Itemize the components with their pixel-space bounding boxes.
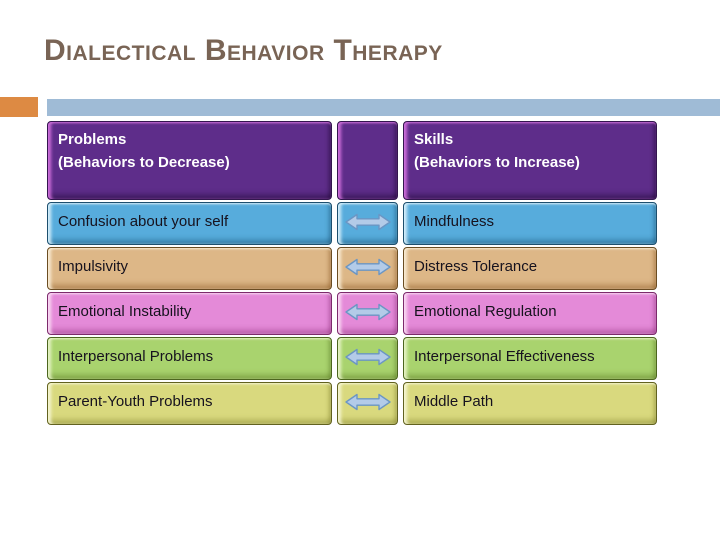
left-right-arrow-icon <box>344 303 391 320</box>
problem-label: Impulsivity <box>58 258 129 275</box>
problem-label: Parent-Youth Problems <box>58 393 213 410</box>
problem-cell: Interpersonal Problems <box>47 337 332 380</box>
page-title: Dialectical Behavior Therapy <box>44 34 443 67</box>
header-spacer-cell <box>337 121 398 200</box>
left-right-arrow-icon <box>344 258 391 275</box>
header-problems-subtitle: (Behaviors to Decrease) <box>58 153 230 171</box>
accent-bar <box>47 99 720 116</box>
left-right-arrow-icon <box>344 393 391 410</box>
arrow-cell <box>337 247 398 290</box>
problem-cell: Emotional Instability <box>47 292 332 335</box>
header-cell-skills: Skills (Behaviors to Increase) <box>403 121 657 200</box>
skill-label: Middle Path <box>414 393 494 410</box>
skill-label: Interpersonal Effectiveness <box>414 348 595 365</box>
skill-label: Mindfulness <box>414 213 495 230</box>
skill-label: Distress Tolerance <box>414 258 538 275</box>
left-right-arrow-icon <box>344 348 391 365</box>
arrow-cell <box>337 382 398 425</box>
header-skills-title: Skills <box>414 131 454 148</box>
skill-cell: Middle Path <box>403 382 657 425</box>
skill-label: Emotional Regulation <box>414 303 557 320</box>
problem-label: Emotional Instability <box>58 303 192 320</box>
header-skills-subtitle: (Behaviors to Increase) <box>414 153 580 171</box>
arrow-cell <box>337 337 398 380</box>
problem-label: Confusion about your self <box>58 213 229 230</box>
arrow-cell <box>337 292 398 335</box>
problem-cell: Confusion about your self <box>47 202 332 245</box>
skill-cell: Distress Tolerance <box>403 247 657 290</box>
header-problems-title: Problems <box>58 131 127 148</box>
skill-cell: Mindfulness <box>403 202 657 245</box>
accent-orange-square <box>0 97 38 117</box>
problem-cell: Impulsivity <box>47 247 332 290</box>
problem-cell: Parent-Youth Problems <box>47 382 332 425</box>
skill-cell: Emotional Regulation <box>403 292 657 335</box>
problem-label: Interpersonal Problems <box>58 348 214 365</box>
arrow-cell <box>337 202 398 245</box>
header-cell-problems: Problems (Behaviors to Decrease) <box>47 121 332 200</box>
left-right-arrow-icon <box>344 213 391 230</box>
skill-cell: Interpersonal Effectiveness <box>403 337 657 380</box>
dbt-table: Problems (Behaviors to Decrease) Skills … <box>47 121 657 425</box>
